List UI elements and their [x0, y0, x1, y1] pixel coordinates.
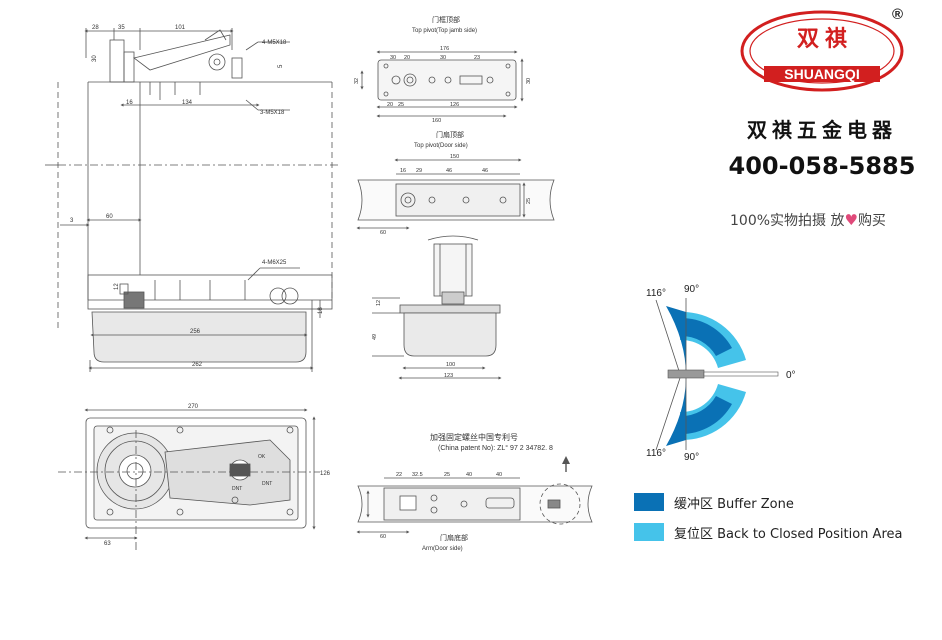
jamb-dim-160: 160	[432, 118, 441, 124]
top-pivot-jamb-drawing	[360, 50, 524, 118]
front-dim-16: 16	[126, 100, 133, 106]
door-dim-60: 60	[380, 230, 386, 236]
plan-dim-126: 126	[320, 471, 331, 477]
buffer-zone-swatch	[634, 493, 664, 511]
arm-dim-22: 22	[396, 472, 402, 478]
side-view-labels: 12 49 100 123	[372, 300, 455, 379]
plan-mark-dnt: DNT	[262, 481, 272, 487]
angle-90-bottom: 90°	[684, 452, 699, 463]
side-dim-49: 49	[372, 334, 378, 340]
front-dim-35: 35	[118, 25, 125, 31]
arm-dim-40a: 40	[466, 472, 472, 478]
jamb-dim-30c: 30	[526, 78, 532, 84]
plan-mark-ok: OK	[258, 454, 266, 460]
door-dim-25: 25	[526, 198, 532, 204]
plan-view-labels: 270 126 63 OK DNT DNT	[104, 404, 331, 547]
front-view-drawing	[45, 28, 340, 372]
screw-label-bottom: 4-M6X25	[262, 260, 287, 266]
arm-title-cn: 门扇底部	[440, 533, 468, 542]
patent-en: (China patent No): ZL° 97 2 34782. 8	[438, 444, 553, 452]
arm-dim-32-5: 32.5	[412, 472, 423, 478]
return-zone-label: 复位区 Back to Closed Position Area	[674, 526, 903, 542]
patent-cn: 加强固定螺丝中国专利号	[430, 432, 518, 442]
company-name: 双祺五金电器	[747, 118, 897, 142]
side-dim-12: 12	[376, 300, 382, 306]
door-dim-16: 16	[400, 168, 406, 174]
buffer-zone-label: 缓冲区 Buffer Zone	[674, 496, 794, 512]
jamb-dim-30a: 30	[390, 55, 396, 61]
jamb-dim-23: 23	[474, 55, 480, 61]
jamb-dim-176: 176	[440, 46, 449, 52]
arm-door-drawing	[356, 456, 593, 534]
brand-panel: 双 祺 SHUANGQI ® 双祺五金电器 400-058-5885 100%实…	[722, 0, 942, 260]
angle-legend: 缓冲区 Buffer Zone 复位区 Back to Closed Posit…	[634, 492, 902, 552]
front-dim-28: 28	[92, 25, 99, 31]
angle-116-top: 116°	[646, 288, 666, 299]
jamb-dim-20b: 20	[387, 102, 393, 108]
heart-icon: ♥	[844, 211, 858, 229]
logo-ellipse-icon: 双 祺 SHUANGQI	[740, 10, 904, 92]
jamb-dim-25: 25	[398, 102, 404, 108]
tagline: 100%实物拍摄 放♥购买	[730, 210, 930, 230]
top-pivot-door-drawing	[356, 158, 555, 230]
jamb-dim-32: 32	[354, 78, 360, 84]
angle-diagram: 116° 90° 0° 116° 90°	[646, 284, 796, 463]
front-dim-101: 101	[175, 25, 186, 31]
front-dim-12: 12	[114, 283, 120, 290]
phone-number: 400-058-5885	[728, 152, 916, 180]
legend-buffer-zone: 缓冲区 Buffer Zone	[634, 492, 902, 512]
jamb-title-cn: 门框顶部	[432, 15, 460, 24]
door-dim-29: 29	[416, 168, 422, 174]
logo-cn: 双 祺	[797, 26, 847, 51]
front-view-dimension-labels: 28 35 101 4-M5X18 3-M5X18 4-M6X25 30 5 1…	[70, 25, 324, 368]
front-dim-60: 60	[106, 214, 113, 220]
screw-label-mid: 3-M5X18	[260, 110, 285, 116]
front-dim-30: 30	[92, 55, 98, 62]
jamb-title-en: Top pivot(Top jamb side)	[412, 28, 477, 34]
arm-door-labels: 加强固定螺丝中国专利号 (China patent No): ZL° 97 2 …	[380, 432, 553, 552]
tagline-after: 购买	[857, 213, 886, 229]
logo-en: SHUANGQI	[784, 66, 859, 82]
front-dim-262: 262	[192, 362, 203, 368]
front-dim-18: 18	[318, 307, 324, 314]
arm-dim-25: 25	[444, 472, 450, 478]
side-view-drawing	[372, 235, 502, 380]
plan-view-drawing	[58, 408, 320, 550]
arm-dim-60: 60	[380, 534, 386, 540]
door-dim-150: 150	[450, 154, 459, 160]
arm-dim-40b: 40	[496, 472, 502, 478]
jamb-dim-20a: 20	[404, 55, 410, 61]
top-pivot-door-labels: 门扇顶部 Top pivot(Door side) 150 16 29 46 4…	[380, 130, 532, 236]
front-dim-3: 3	[70, 218, 74, 224]
jamb-dim-30b: 30	[440, 55, 446, 61]
front-dim-134: 134	[182, 100, 193, 106]
return-zone-swatch	[634, 523, 664, 541]
shuangqi-logo: 双 祺 SHUANGQI	[738, 8, 906, 94]
angle-116-bottom: 116°	[646, 448, 666, 459]
jamb-dim-126: 126	[450, 102, 459, 108]
plan-dim-63: 63	[104, 541, 111, 547]
front-dim-256: 256	[190, 329, 201, 335]
registered-mark: ®	[892, 6, 904, 23]
angle-90-top: 90°	[684, 284, 699, 295]
screw-label-top: 4-M5X18	[262, 40, 287, 46]
side-dim-123: 123	[444, 373, 453, 379]
legend-return-zone: 复位区 Back to Closed Position Area	[634, 522, 902, 542]
tagline-before: 100%实物拍摄 放	[730, 213, 845, 229]
angle-0: 0°	[786, 370, 796, 381]
top-pivot-jamb-labels: 门框顶部 Top pivot(Top jamb side) 176 30 20 …	[354, 15, 532, 124]
arm-title-en: Arm(Door side)	[422, 546, 463, 552]
plan-mark-dnt2: DNT	[232, 486, 242, 492]
door-dim-46b: 46	[482, 168, 488, 174]
front-dim-5: 5	[278, 64, 284, 68]
side-dim-100: 100	[446, 362, 455, 368]
door-title-en: Top pivot(Door side)	[414, 143, 468, 149]
door-dim-46a: 46	[446, 168, 452, 174]
door-title-cn: 门扇顶部	[436, 130, 464, 139]
plan-dim-270: 270	[188, 404, 199, 410]
